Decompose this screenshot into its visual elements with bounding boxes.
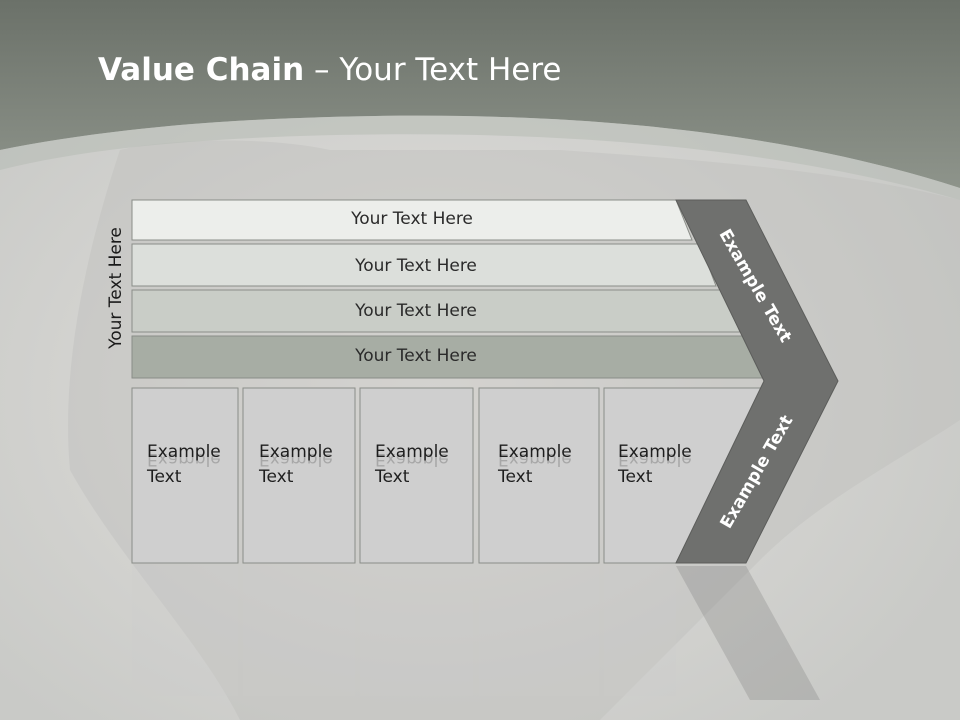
column-box-1 bbox=[131, 387, 239, 564]
row-label-4: Your Text Here bbox=[355, 346, 477, 366]
column-reflection-box-3 bbox=[360, 566, 473, 696]
column-boxes bbox=[131, 387, 763, 696]
row-bar-1 bbox=[131, 199, 693, 241]
column-reflection-box-4 bbox=[479, 566, 599, 696]
column-box-2 bbox=[242, 387, 356, 564]
column-reflection-box-5 bbox=[604, 566, 676, 696]
row-label-3: Your Text Here bbox=[355, 301, 477, 321]
title-bold: Value Chain bbox=[98, 52, 305, 88]
column-box-3 bbox=[359, 387, 474, 564]
page-title: Value Chain – Your Text Here bbox=[98, 52, 561, 88]
side-label: Your Text Here bbox=[106, 227, 126, 349]
title-rest: – Your Text Here bbox=[304, 52, 562, 88]
column-reflection-box-2 bbox=[243, 566, 355, 696]
row-label-1: Your Text Here bbox=[351, 209, 473, 229]
row-bar-2 bbox=[131, 243, 717, 287]
column-box-4 bbox=[478, 387, 600, 564]
reflection bbox=[676, 566, 820, 700]
column-reflection-box-1 bbox=[132, 566, 238, 696]
row-label-2: Your Text Here bbox=[355, 256, 477, 276]
chevron-shape bbox=[675, 199, 839, 564]
